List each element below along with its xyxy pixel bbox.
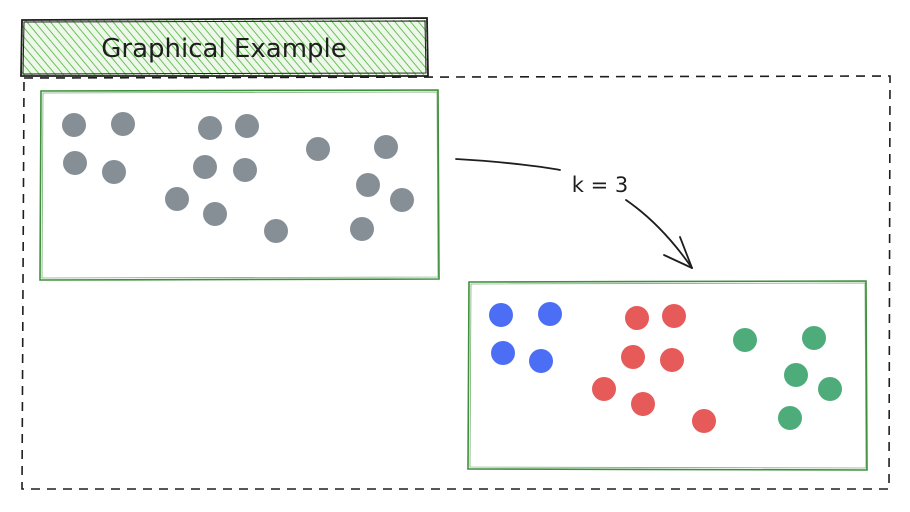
cluster-blue-point — [489, 303, 513, 327]
cluster-green-point — [784, 363, 808, 387]
arrowhead-left — [679, 236, 693, 269]
curved-arrow-icon — [455, 158, 561, 171]
input-point — [306, 137, 330, 161]
cluster-red-point — [662, 304, 686, 328]
cluster-red-points — [592, 304, 716, 433]
output-panel-border — [467, 280, 868, 471]
title-tab: Graphical Example — [20, 17, 429, 77]
output-panel — [467, 280, 868, 471]
input-panel — [39, 89, 440, 281]
title-border — [20, 17, 429, 77]
input-point — [235, 114, 259, 138]
cluster-green-point — [778, 406, 802, 430]
input-point — [62, 113, 86, 137]
k-label: k = 3 — [572, 173, 628, 197]
input-point — [356, 173, 380, 197]
input-point — [390, 188, 414, 212]
cluster-red-point — [692, 409, 716, 433]
cluster-blue-point — [529, 349, 553, 373]
cluster-red-point — [631, 392, 655, 416]
input-panel-border-sketch — [41, 91, 439, 279]
cluster-blue-point — [491, 341, 515, 365]
input-point — [111, 112, 135, 136]
input-point — [193, 155, 217, 179]
cluster-red-point — [625, 306, 649, 330]
input-point — [203, 202, 227, 226]
output-panel-border-sketch — [469, 282, 867, 469]
input-panel-border — [39, 89, 440, 281]
input-point — [63, 151, 87, 175]
input-point — [264, 219, 288, 243]
input-point — [198, 116, 222, 140]
input-points — [62, 112, 414, 243]
arrowhead-right — [663, 254, 693, 269]
cluster-blue-points — [489, 302, 562, 373]
cluster-blue-point — [538, 302, 562, 326]
cluster-green-point — [733, 328, 757, 352]
input-point — [350, 217, 374, 241]
cluster-green-point — [818, 377, 842, 401]
diagram-title: Graphical Example — [101, 34, 347, 64]
input-point — [165, 187, 189, 211]
transition-arrow: k = 3 — [455, 158, 693, 269]
title-border-sketch — [22, 20, 427, 75]
cluster-red-point — [660, 348, 684, 372]
input-point — [102, 160, 126, 184]
input-point — [233, 158, 257, 182]
title-hatch-fill — [22, 20, 427, 75]
input-point — [374, 135, 398, 159]
cluster-green-point — [802, 326, 826, 350]
outer-dashed-frame — [21, 75, 891, 490]
cluster-green-points — [733, 326, 842, 430]
cluster-red-point — [592, 377, 616, 401]
arrow-lower-segment — [625, 199, 693, 269]
cluster-red-point — [621, 345, 645, 369]
